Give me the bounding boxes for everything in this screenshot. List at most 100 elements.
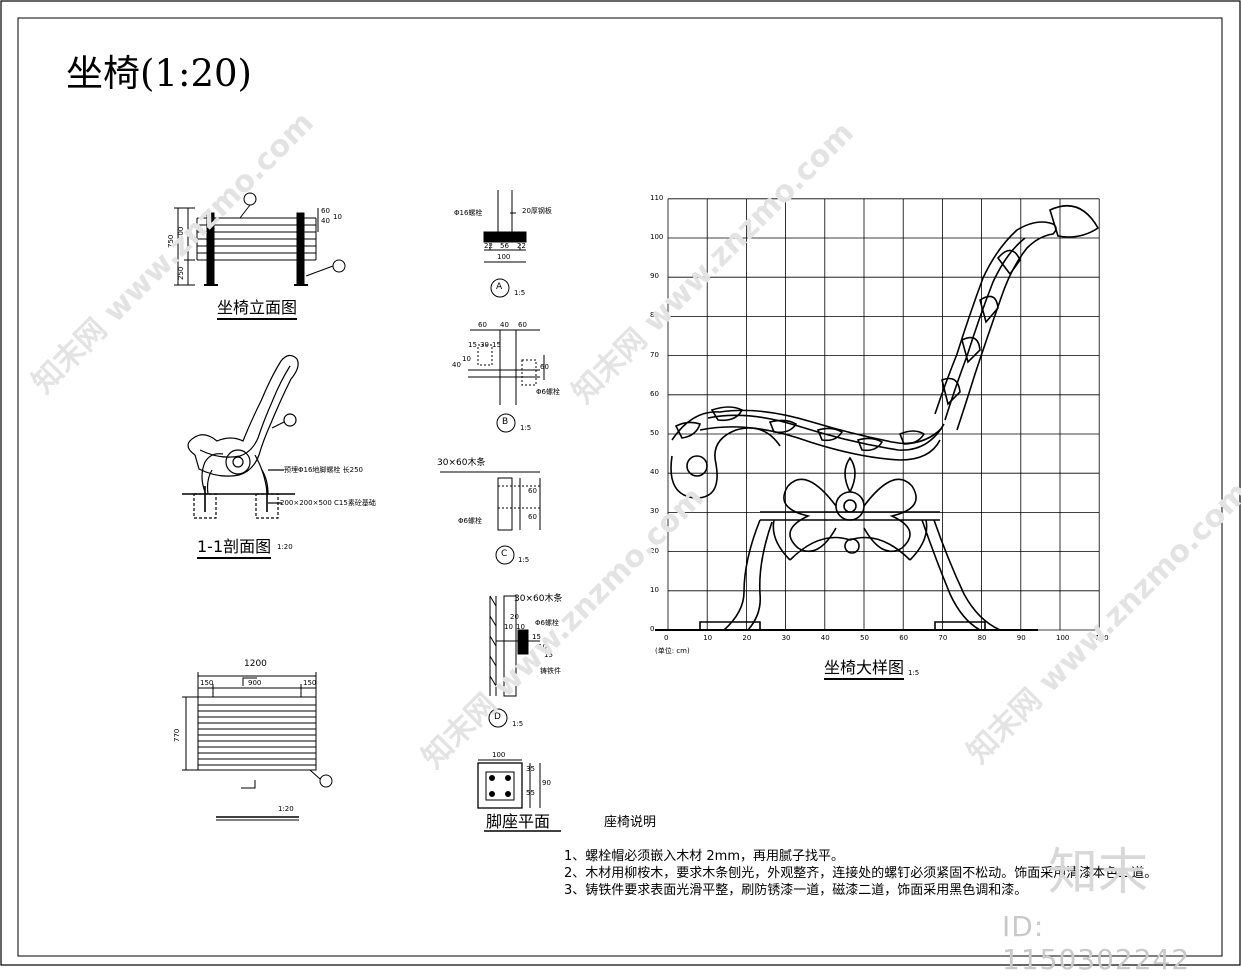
detail-c-drawing <box>440 471 541 565</box>
foot-caption: 脚座平面 <box>486 812 551 831</box>
grid-y-tick-label: 20 <box>650 546 659 555</box>
grid-x-tick-label: 90 <box>1016 634 1026 642</box>
foot-dim: 90 <box>542 779 551 787</box>
bench-detail-drawing <box>670 205 1100 631</box>
grid-x-tick-label: 60 <box>899 634 909 642</box>
plan-dim-depth: 770 <box>173 728 181 742</box>
note-item-1: 1、螺栓帽必须嵌入木材 2mm，再用腻子找平。 <box>564 849 845 864</box>
detail-d-scale: 1:5 <box>512 720 524 728</box>
grid-caption: 坐椅大样图 <box>824 660 905 680</box>
detail-a-dim: 56 <box>500 242 509 250</box>
detail-grid <box>655 198 1100 631</box>
grid-y-tick-label: 30 <box>650 507 659 516</box>
grid-x-tick-label: 0 <box>664 634 669 642</box>
bench-section-drawing <box>182 354 299 519</box>
detail-b-dim: 30 <box>480 341 489 349</box>
detail-d-dim: 15 <box>532 633 541 641</box>
grid-x-tick-label: 20 <box>742 634 752 642</box>
detail-a-label: A <box>496 282 503 292</box>
grid-y-tick-label: 50 <box>650 429 659 437</box>
section-caption: 1-1剖面图 <box>197 539 272 559</box>
elevation-dim-10: 10 <box>333 213 342 221</box>
detail-d-wood: 30×60木条 <box>514 594 563 604</box>
detail-b-dim: 40 <box>452 361 461 369</box>
detail-a-drawing <box>483 190 527 298</box>
plan-scale: 1:20 <box>278 805 294 813</box>
detail-d-dim: 20 <box>510 613 519 621</box>
note-item-2: 2、木材用柳桉木，要求木条刨光，外观整齐，连接处的螺钉必须紧固不松动。饰面采用清… <box>564 866 1158 881</box>
detail-a-bolt: Φ16螺栓 <box>454 209 483 217</box>
grid-y-tick-label: 40 <box>650 468 659 477</box>
section-note-anchor-bolt: 预埋Φ16地脚螺栓 长250 <box>284 466 364 474</box>
detail-a-scale: 1:5 <box>514 289 526 297</box>
watermark-brand: 知末 <box>1048 843 1148 901</box>
detail-c-scale: 1:5 <box>518 556 530 564</box>
inner-border <box>17 17 1223 957</box>
detail-b-bolt: Φ6螺栓 <box>536 388 560 396</box>
detail-b-dim: 60 <box>540 363 549 371</box>
note-item-3: 3、铸铁件要求表面光滑平整，刷防锈漆一道，磁漆二道，饰面采用黑色调和漆。 <box>564 883 1028 898</box>
plan-dim-total: 1200 <box>244 659 267 669</box>
detail-a-plate: 20厚钢板 <box>522 207 552 215</box>
detail-b-scale: 1:5 <box>520 424 532 432</box>
detail-b-dim: 15 <box>492 341 501 349</box>
elevation-caption: 坐椅立面图 <box>217 300 298 320</box>
grid-y-tick-label: 100 <box>650 233 664 241</box>
elevation-dim-60: 60 <box>321 207 330 215</box>
grid-x-tick-label: 40 <box>820 634 830 642</box>
detail-d-drawing <box>488 595 540 728</box>
bench-elevation-drawing <box>174 192 346 286</box>
plan-dim-left: 150 <box>200 679 214 687</box>
detail-b-dim: 10 <box>462 355 471 363</box>
detail-c-label: C <box>501 549 508 559</box>
detail-b-dim: 40 <box>500 321 509 329</box>
section-scale: 1:20 <box>277 543 293 551</box>
watermark-id: ID: 1150302242 <box>1002 910 1191 976</box>
elevation-dim-40: 40 <box>321 217 330 225</box>
grid-x-tick-label: 70 <box>938 634 948 642</box>
grid-y-tick-label: 60 <box>650 389 659 398</box>
notes-heading: 座椅说明 <box>604 815 657 830</box>
detail-c-dim: 60 <box>528 513 537 521</box>
detail-d-dim: 10 <box>538 643 547 651</box>
detail-d-bolt: Φ6螺栓 <box>535 619 559 627</box>
grid-y-tick-label: 110 <box>650 193 664 202</box>
foot-dim: 55 <box>526 789 535 797</box>
sheet-title: 坐椅(1:20) <box>66 52 252 95</box>
detail-a-dim: 22 <box>517 242 526 250</box>
plan-dim-mid: 900 <box>248 679 262 687</box>
foot-dim: 100 <box>492 751 506 759</box>
grid-x-tick-label: 80 <box>977 634 987 642</box>
grid-y-tick-label: 10 <box>650 585 659 594</box>
detail-a-dim: 22 <box>484 242 493 250</box>
grid-y-tick-label: 70 <box>650 350 659 359</box>
detail-d-nut: 铸铁件 <box>540 667 561 675</box>
detail-d-label: D <box>494 712 501 722</box>
grid-scale: 1:5 <box>908 669 920 677</box>
plan-dim-right: 150 <box>303 679 317 687</box>
grid-x-tick-label: 50 <box>860 634 869 642</box>
detail-b-label: B <box>502 417 509 427</box>
detail-c-bolt: Φ6螺栓 <box>458 517 482 525</box>
bench-plan-drawing <box>182 672 333 821</box>
detail-d-dim: 10 <box>516 623 525 631</box>
grid-unit: (单位: cm) <box>655 647 690 655</box>
grid-y-tick-label: 90 <box>650 272 659 281</box>
detail-d-dim: 10 <box>504 623 513 631</box>
detail-b-drawing <box>468 329 545 433</box>
foot-dim: 35 <box>526 765 535 773</box>
foot-plan-drawing <box>477 759 561 832</box>
detail-d-dim: 15 <box>544 651 553 659</box>
detail-b-dim: 60 <box>518 321 527 329</box>
section-note-footing: 200×200×500 C15素砼基础 <box>280 499 376 507</box>
grid-x-tick-label: 100 <box>1056 634 1070 642</box>
grid-x-tick-label: 10 <box>703 634 713 642</box>
grid-y-tick-label: 0 <box>650 625 655 633</box>
detail-a-dim: 100 <box>497 253 511 261</box>
grid-x-tick-label: 110 <box>1095 634 1109 642</box>
grid-y-tick-label: 80 <box>650 311 659 320</box>
detail-c-wood: 30×60木条 <box>437 458 486 468</box>
detail-c-dim: 60 <box>528 487 537 495</box>
